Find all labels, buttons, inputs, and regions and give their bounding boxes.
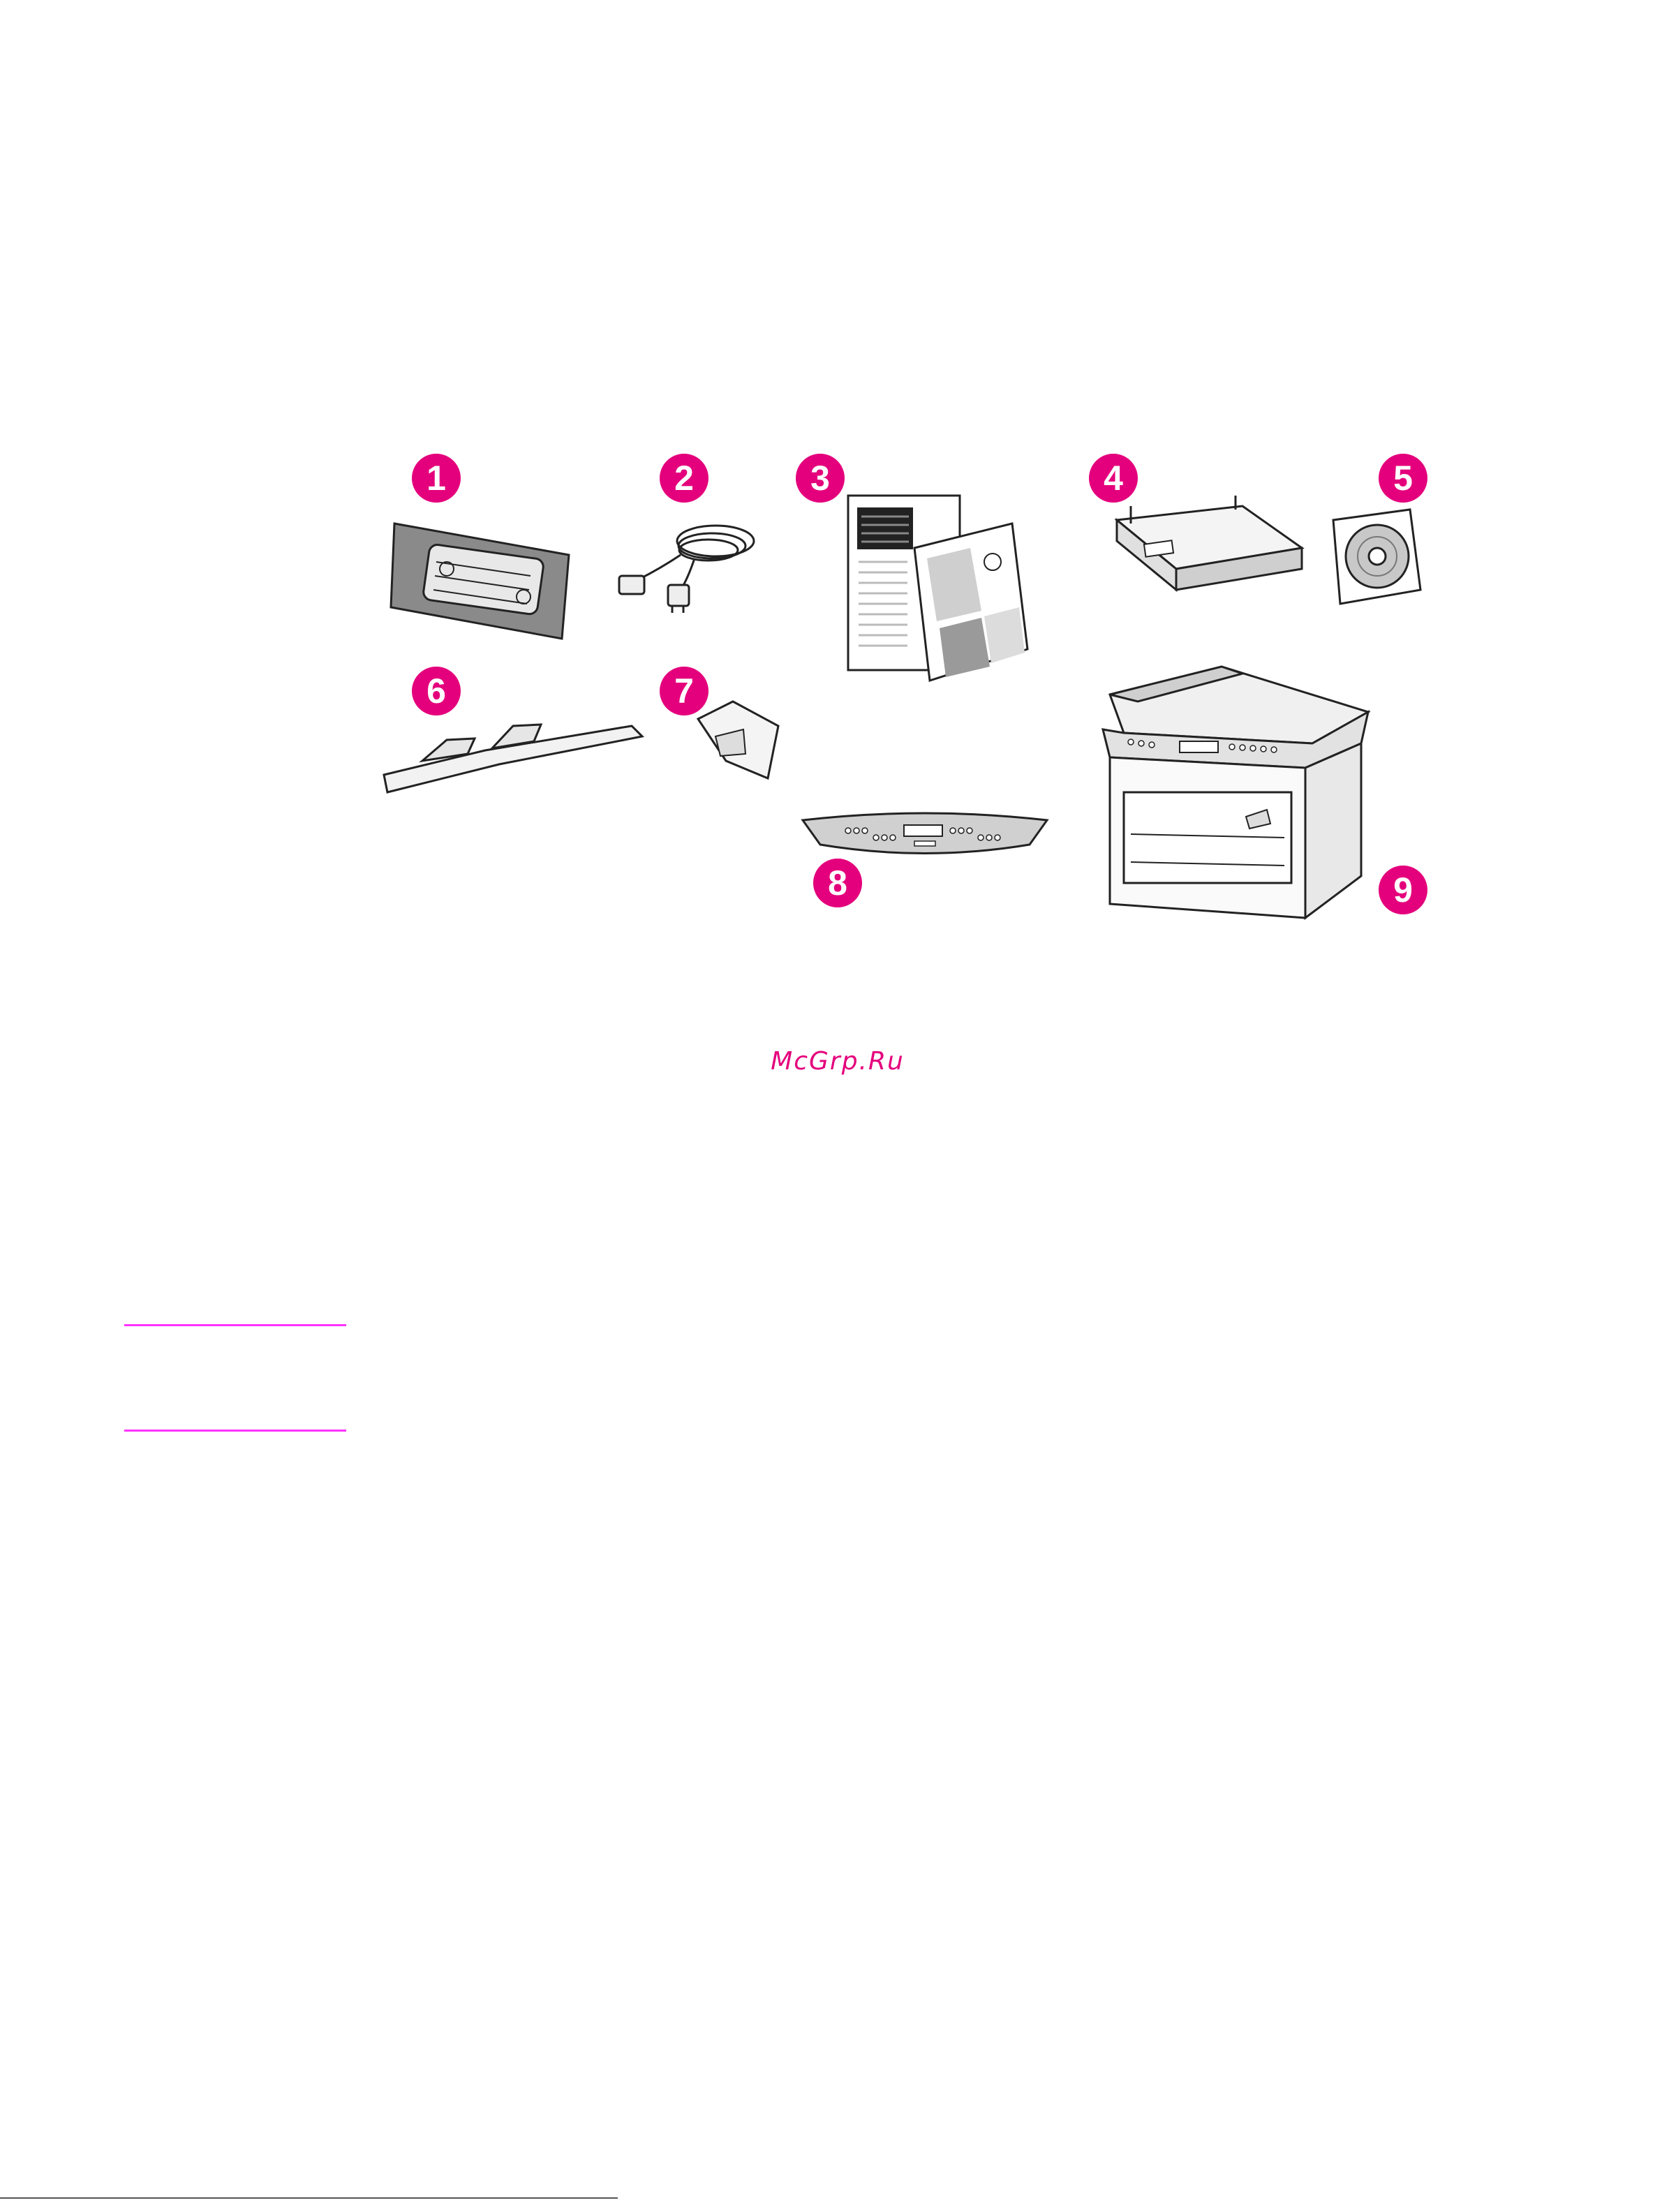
all-in-one-device-icon [1082,653,1396,932]
note-rule-bottom [124,1430,346,1432]
callout-9: 9 [1379,866,1427,914]
media-support-icon [691,695,789,785]
software-cd-icon [1323,506,1427,611]
documentation-icon [845,492,1033,688]
note-rule-top [124,1324,346,1326]
callout-8: 8 [813,859,862,907]
media-tray-icon [1096,492,1305,625]
callout-2: 2 [660,454,708,503]
power-cord-icon [611,503,764,614]
callout-1: 1 [412,454,461,503]
adf-input-tray-icon [380,684,646,803]
footer-rule [0,2197,618,2199]
callout-5: 5 [1379,454,1427,503]
toner-cartridge-icon [387,503,583,642]
control-panel-overlay-icon [799,810,1051,866]
watermark-text: McGrp.Ru [747,1047,928,1076]
callout-3: 3 [796,454,845,503]
package-contents-figure: 1 2 3 [370,454,1452,942]
